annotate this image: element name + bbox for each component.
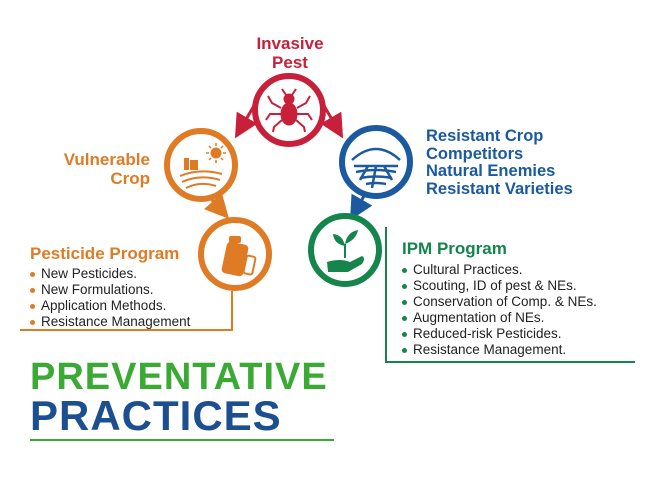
natural-enemies-line: Natural Enemies xyxy=(426,162,556,180)
pesticide-program-title: Pesticide Program xyxy=(30,244,180,263)
list-item: Augmentation of NEs. xyxy=(402,310,597,326)
arrow-resistant-to-ipm xyxy=(350,193,373,221)
vulnerable-crop-label: Vulnerable Crop xyxy=(50,150,150,188)
pesticide-program-list: New Pesticides. New Formulations. Applic… xyxy=(30,266,190,330)
hand-plant-icon xyxy=(327,230,364,272)
arrow-crop-to-pesticide xyxy=(204,193,230,219)
pesticide-connector-line xyxy=(20,291,233,331)
heading-line1: PREVENTATIVE xyxy=(30,356,328,398)
list-item: Scouting, ID of pest & NEs. xyxy=(402,278,597,294)
node-vulnerable-crop xyxy=(164,128,238,202)
competitors-line: Competitors xyxy=(426,144,524,163)
ipm-connector-line xyxy=(385,227,635,363)
vulnerable-crop-label-line2: Crop xyxy=(110,169,150,188)
node-pesticide-program xyxy=(198,217,272,291)
heading-line2: PRACTICES xyxy=(30,392,282,439)
list-item: Resistance Management xyxy=(30,314,190,330)
invasive-pest-label-line2: Pest xyxy=(272,53,308,72)
invasive-pest-label-line1: Invasive xyxy=(256,34,324,53)
crop-field-sun-icon xyxy=(179,143,226,189)
resistant-crop-line: Resistant Crop xyxy=(426,127,544,145)
list-item: Application Methods. xyxy=(30,298,190,314)
list-item: Resistance Management. xyxy=(402,342,597,358)
node-invasive-pest xyxy=(252,73,326,147)
node-resistant-crop xyxy=(339,125,413,199)
ipm-program-list: Cultural Practices. Scouting, ID of pest… xyxy=(402,262,597,358)
vulnerable-crop-label-line1: Vulnerable xyxy=(63,150,150,169)
resistant-crop-label: Resistant Crop Competitors Natural Enemi… xyxy=(426,127,636,198)
pesticide-containers-icon xyxy=(221,236,257,277)
invasive-pest-label: Invasive Pest xyxy=(240,34,340,72)
bug-icon xyxy=(265,88,313,133)
node-ipm-program xyxy=(308,213,382,287)
resistant-varieties-line: Resistant Varieties xyxy=(426,179,573,198)
list-item: New Formulations. xyxy=(30,282,190,298)
list-item: Conservation of Comp. & NEs. xyxy=(402,294,597,310)
ipm-program-title: IPM Program xyxy=(402,239,507,258)
list-item: New Pesticides. xyxy=(30,266,190,282)
list-item: Reduced-risk Pesticides. xyxy=(402,326,597,342)
list-item: Cultural Practices. xyxy=(402,262,597,278)
striped-globe-icon xyxy=(351,147,401,189)
